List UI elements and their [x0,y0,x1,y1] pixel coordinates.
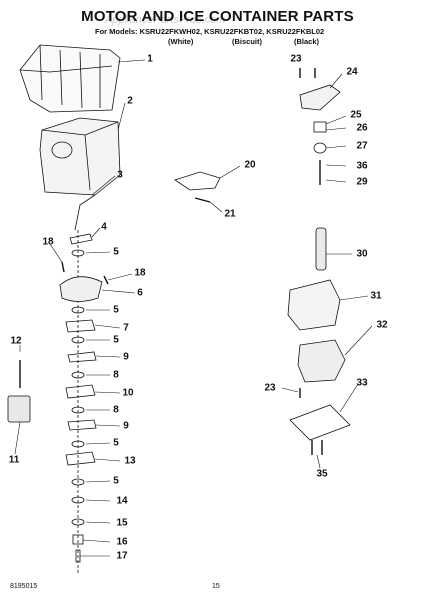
part-35-screws [311,440,323,455]
callout-14: 14 [116,495,128,507]
callout-5: 5 [113,304,119,316]
part-23-screws [299,68,316,78]
callout-13: 13 [124,455,136,467]
document-number: 8195015 [10,583,38,590]
part-30-shaft [315,227,327,271]
callout-3: 3 [117,169,123,181]
part-screws-18 [61,261,109,285]
callout-11: 11 [8,454,20,466]
callout-6: 6 [137,287,143,299]
callout-32: 32 [376,319,388,331]
variant-black: (Black) [294,37,320,46]
part-clip [69,233,93,245]
callout-20: 20 [244,159,256,171]
callout-10: 10 [122,387,134,399]
part-24-mount [299,84,341,111]
callout-9: 9 [123,420,129,432]
callout-5: 5 [113,437,119,449]
leader-lines [14,59,373,557]
callout-7: 7 [123,322,129,334]
callout-36: 36 [356,160,368,172]
callout-23: 23 [264,382,276,394]
callout-24: 24 [346,66,358,78]
callout-9: 9 [123,351,129,363]
variant-biscuit: (Biscuit) [232,37,262,46]
variant-white: (White) [168,37,194,46]
callout-8: 8 [113,369,119,381]
callout-4: 4 [101,221,107,233]
callout-25: 25 [350,109,362,121]
callout-5: 5 [113,475,119,487]
part-31-housing [287,279,341,331]
part-ice-bucket [39,117,121,196]
part-21-screw [194,197,211,203]
callout-8: 8 [113,404,119,416]
part-20-bracket [174,171,221,191]
page-number: 15 [212,583,220,590]
part-ice-container-top [19,44,121,113]
part-27-bushing [313,142,327,154]
callout-23: 23 [290,53,302,65]
models-line: For Models: KSRU22FKWH02, KSRU22FKBT02, … [95,27,325,36]
diagram-title: MOTOR AND ICE CONTAINER PARTS [81,8,354,25]
callout-18: 18 [134,267,146,279]
callout-18: 18 [42,236,54,248]
callout-30: 30 [356,248,368,260]
callout-5: 5 [113,246,119,258]
callout-5: 5 [113,334,119,346]
part-32-motor [297,339,346,383]
callout-27: 27 [356,140,368,152]
callout-26: 26 [356,122,368,134]
callout-16: 16 [116,536,128,548]
part-25-collar [313,121,327,133]
part-11-block [7,395,31,423]
callout-29: 29 [356,176,368,188]
callout-1: 1 [147,53,153,65]
callout-21: 21 [224,208,236,220]
part-33-gasket [289,404,351,441]
callout-35: 35 [316,468,328,480]
watermark: AppliancePartsPros.com [105,14,226,26]
callout-33: 33 [356,377,368,389]
callout-2: 2 [127,95,133,107]
part-auger-rod [74,194,96,231]
part-stack [59,249,103,563]
callout-12: 12 [10,335,22,347]
callout-31: 31 [370,290,382,302]
callout-17: 17 [116,550,128,562]
callout-15: 15 [116,517,128,529]
